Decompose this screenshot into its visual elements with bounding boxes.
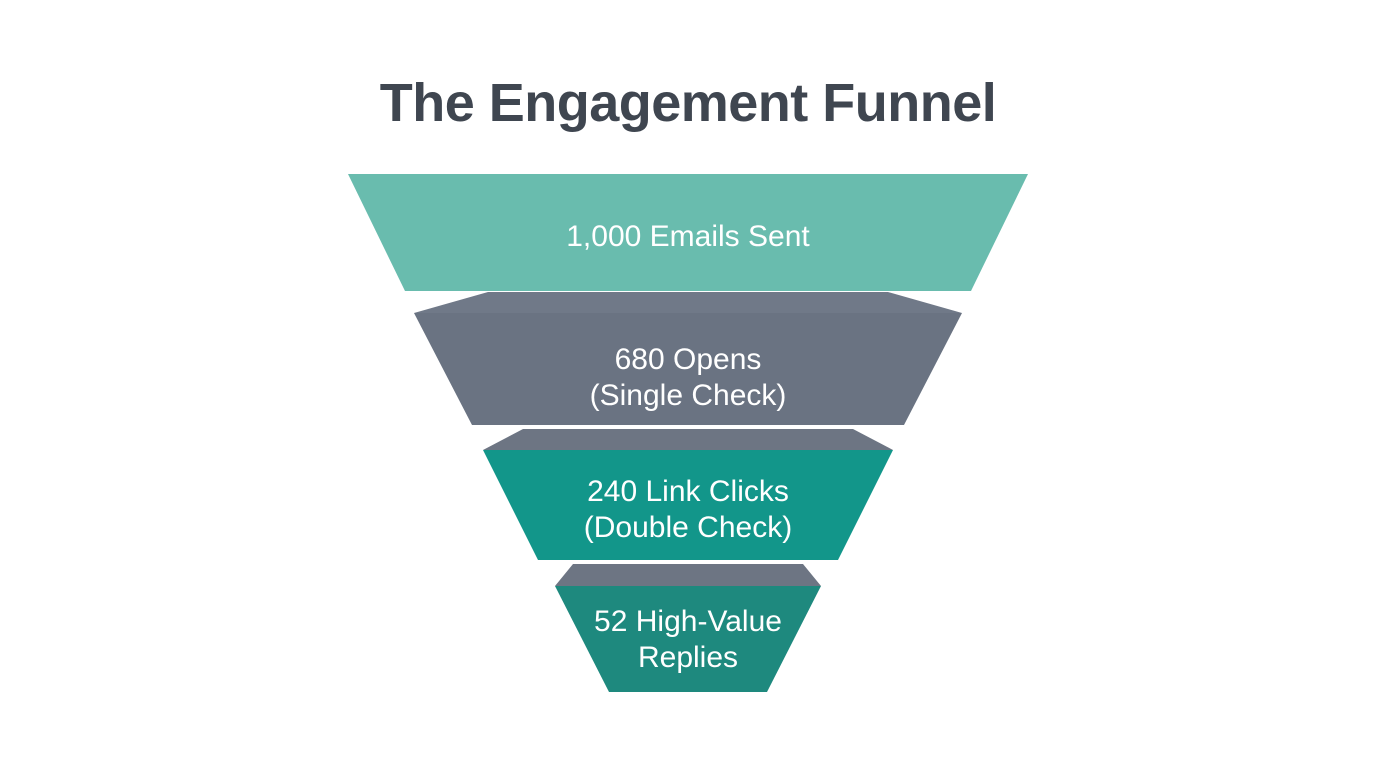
funnel-stage-3-top-bevel [483, 429, 893, 450]
stage-2-label: 680 Opens (Single Check) [0, 342, 1376, 414]
stage-3-label-line2: (Double Check) [583, 511, 793, 544]
funnel-stage-2-top-bevel [414, 292, 962, 313]
stage-3-label-line1: 240 Link Clicks [587, 475, 789, 508]
stage-3-label: 240 Link Clicks (Double Check) [0, 474, 1376, 546]
funnel-stage-1-face [348, 174, 1028, 291]
stage-4-label-line1: 52 High-Value [594, 605, 782, 638]
stage-2-label-line2: (Single Check) [589, 379, 787, 412]
stage-4-label-line2: Replies [637, 641, 739, 674]
stage-1-label: 1,000 Emails Sent [0, 219, 1376, 255]
stage-1-label-line1: 1,000 Emails Sent [566, 220, 810, 253]
funnel-stage-4-top-bevel [555, 564, 821, 586]
funnel-stage-3-face [483, 450, 893, 560]
funnel-stage-2-face [414, 313, 962, 425]
funnel-stage-4-face [555, 586, 821, 692]
page-title: The Engagement Funnel [379, 73, 997, 133]
stage-4-label: 52 High-Value Replies [0, 604, 1376, 676]
stage-2-label-line1: 680 Opens [614, 343, 762, 376]
